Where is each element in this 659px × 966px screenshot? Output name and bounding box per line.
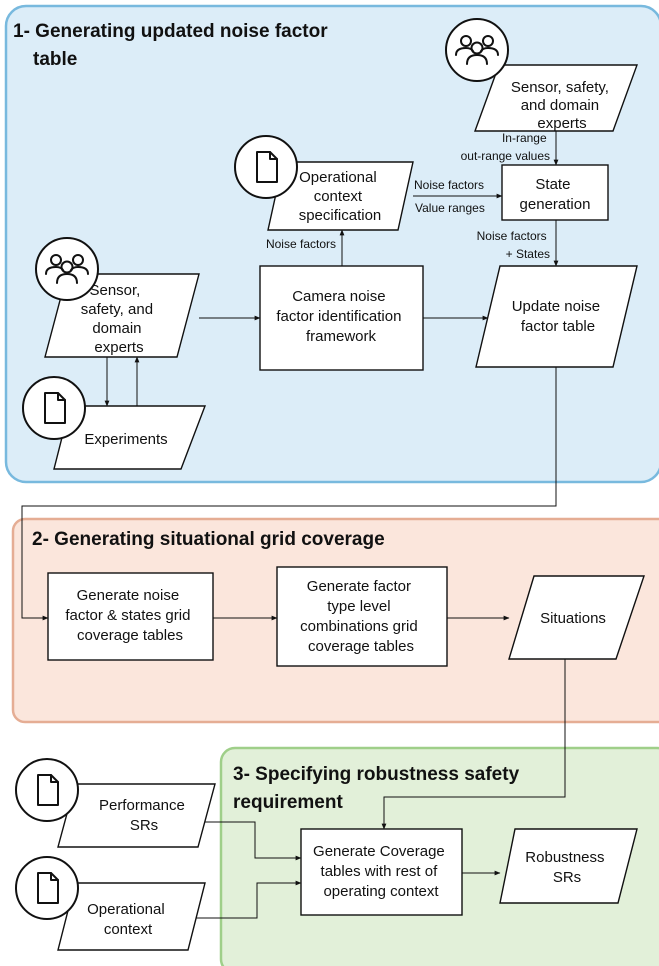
svg-text:Sensor, safety, and: Sensor, safety, and domain experts — [81, 282, 157, 356]
node-generate-noise-tables: Generate noise factor & states grid cove… — [47, 572, 214, 661]
edge-labels: In-range out-range values Noise factors … — [266, 131, 550, 261]
svg-text:Update noise factor tabl: Update noise factor table — [512, 298, 605, 335]
svg-text:Generate noise factor &: Generate noise factor & states grid cove… — [65, 587, 194, 644]
node-operational-context: Operational context — [57, 882, 206, 951]
node-update-table: Update noise factor table — [475, 265, 638, 368]
document-icon — [22, 376, 86, 440]
node-state-generation: State generation — [501, 164, 609, 221]
edge-update-to-gridtables — [21, 367, 557, 621]
svg-text:Situations: Situations — [540, 610, 606, 627]
label-value-ranges: Value ranges — [415, 201, 485, 215]
svg-text:Performance SRs: Performance SRs — [99, 797, 189, 834]
panel-2-title: 2- Generating situational grid coverage — [32, 529, 385, 550]
label-noise-factors-up: Noise factors — [266, 237, 336, 251]
node-experiments: Experiments — [53, 405, 207, 470]
node-generate-combinations: Generate factor type level combinations … — [276, 566, 448, 667]
edge-situations-to-coverage — [381, 659, 566, 830]
node-camera-framework: Camera noise factor identification frame… — [259, 265, 424, 371]
node-generate-coverage-rest: Generate Coverage tables with rest of op… — [300, 828, 463, 916]
label-factors-states: Noise factors + States — [477, 229, 550, 261]
document-icon — [234, 135, 298, 199]
node-situations: Situations — [508, 575, 645, 660]
svg-text:Generate Coverage tables: Generate Coverage tables with rest of op… — [313, 843, 449, 900]
node-robustness-srs: Robustness SRs — [499, 828, 638, 904]
svg-text:Sensor, safety, and doma: Sensor, safety, and domain experts — [511, 79, 613, 132]
node-experts-top: Sensor, safety, and domain experts — [474, 64, 638, 132]
label-in-out-range: In-range out-range values — [461, 131, 550, 163]
svg-text:Operational context: Operational context specification — [299, 169, 382, 224]
edge-opcontext-to-coverage — [193, 880, 302, 919]
node-performance-srs: Performance SRs — [57, 783, 216, 848]
node-operational-context-spec: Operational context specification — [267, 161, 414, 231]
svg-text:Operational context: Operational context — [87, 901, 169, 938]
edge-performance-to-coverage — [203, 821, 302, 861]
svg-text:Camera noise factor iden: Camera noise factor identification frame… — [276, 288, 405, 345]
svg-text:Generate factor type lev: Generate factor type level combinations … — [300, 578, 422, 655]
document-icon — [15, 856, 79, 920]
label-noise-factors-right: Noise factors — [414, 178, 484, 192]
document-icon — [15, 758, 79, 822]
panel-1-title: 1- Generating updated noise factor table — [13, 21, 333, 70]
svg-text:Robustness SRs: Robustness SRs — [525, 849, 608, 886]
people-group-icon — [35, 237, 99, 301]
people-group-icon — [445, 18, 509, 82]
svg-text:Experiments: Experiments — [84, 431, 167, 448]
panel-3-title: 3- Specifying robustness safety requirem… — [233, 764, 524, 813]
svg-text:State generation: State generation — [520, 176, 591, 213]
edges — [21, 131, 566, 919]
